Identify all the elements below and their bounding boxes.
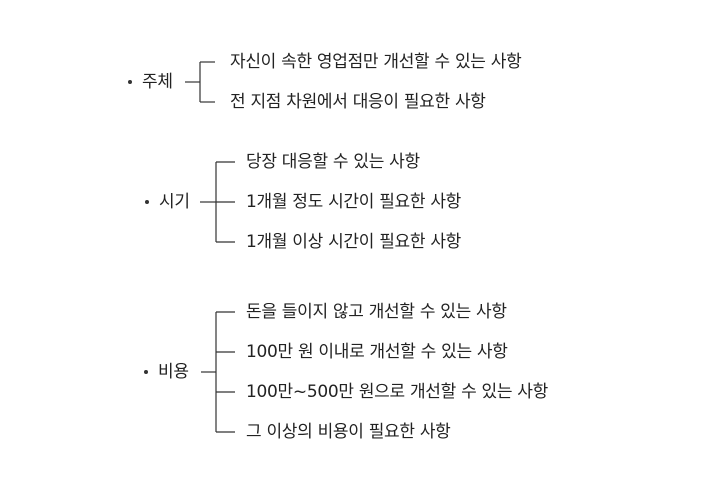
group-item: 당장 대응할 수 있는 사항 bbox=[246, 152, 420, 172]
bullet-icon bbox=[145, 200, 149, 204]
group-label: 시기 bbox=[159, 192, 190, 212]
group-item: 1개월 정도 시간이 필요한 사항 bbox=[246, 192, 462, 212]
group-item: 전 지점 차원에서 대응이 필요한 사항 bbox=[230, 92, 486, 112]
bullet-icon bbox=[144, 370, 148, 374]
bullet-icon bbox=[128, 80, 132, 84]
group-item: 1개월 이상 시간이 필요한 사항 bbox=[246, 232, 462, 252]
group-label: 주체 bbox=[142, 72, 173, 92]
group-item: 자신이 속한 영업점만 개선할 수 있는 사항 bbox=[230, 52, 522, 72]
group-item: 돈을 들이지 않고 개선할 수 있는 사항 bbox=[246, 302, 507, 322]
group-item: 100만~500만 원으로 개선할 수 있는 사항 bbox=[246, 382, 548, 402]
group-label: 비용 bbox=[158, 362, 189, 382]
group-item: 그 이상의 비용이 필요한 사항 bbox=[246, 422, 451, 442]
group-item: 100만 원 이내로 개선할 수 있는 사항 bbox=[246, 342, 508, 362]
